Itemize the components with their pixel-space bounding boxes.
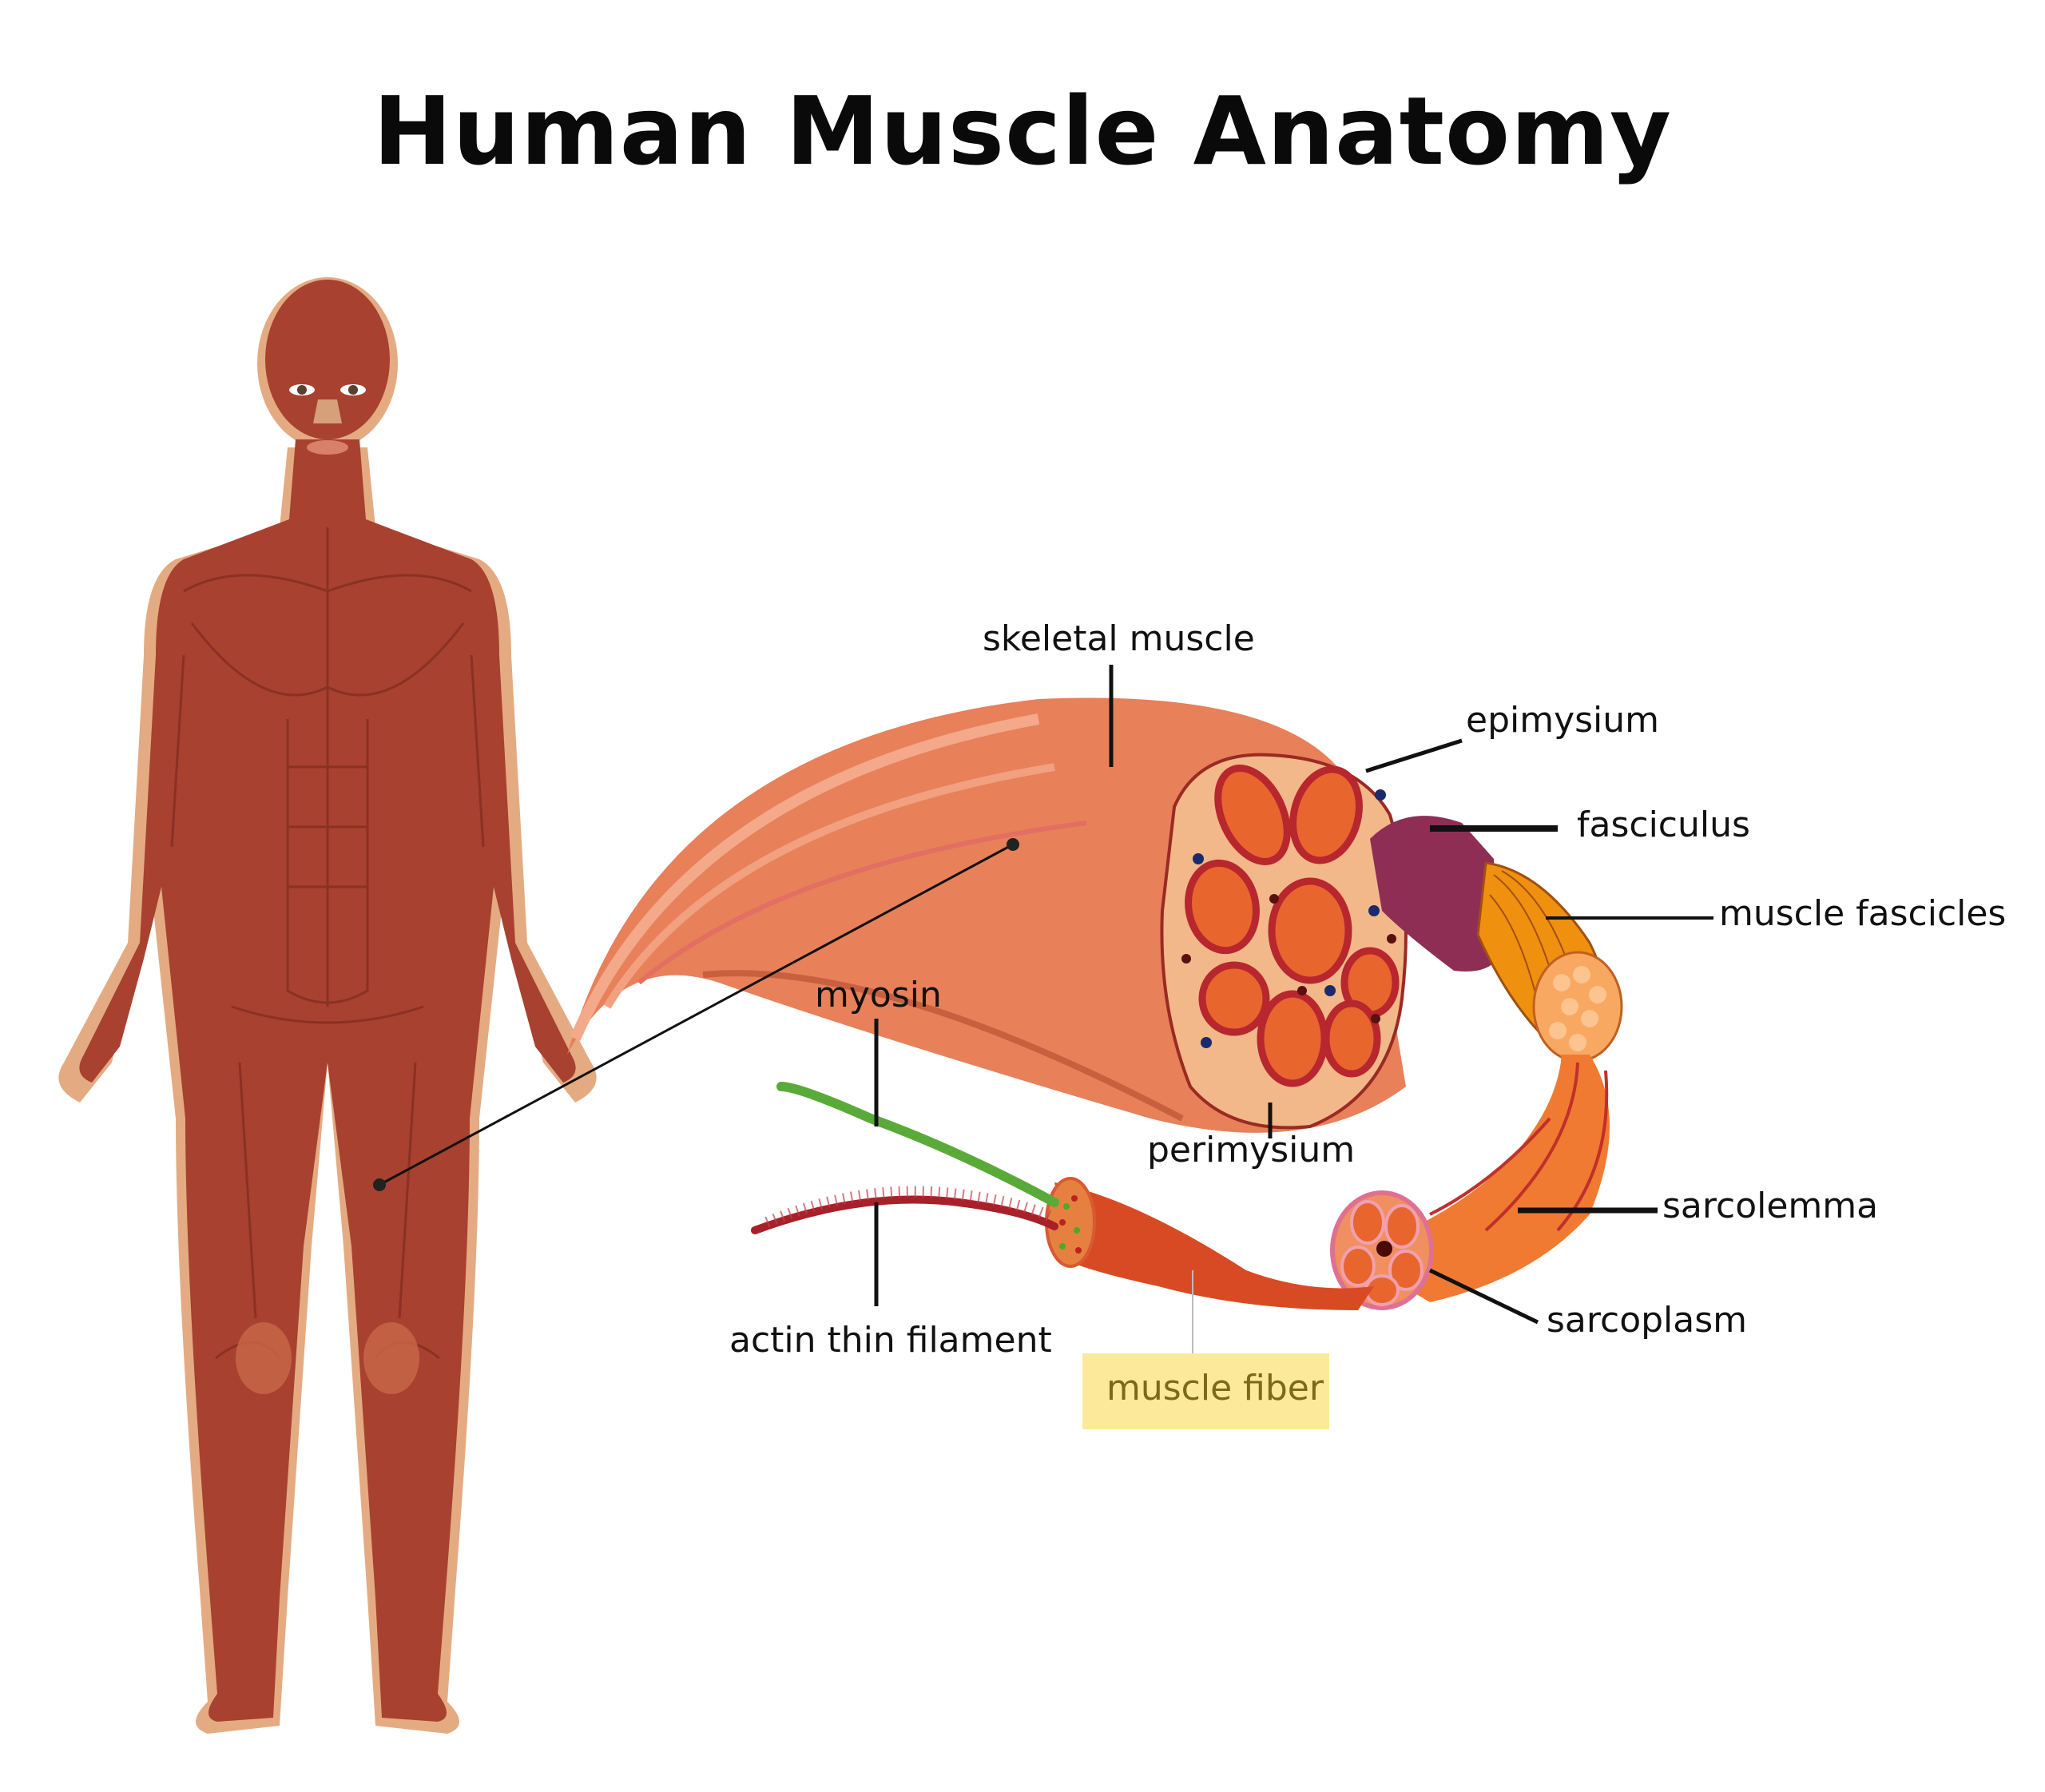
skeletal-muscle-illustration	[567, 697, 1408, 1133]
muscle-fiber-illustration	[751, 1082, 1374, 1310]
human-body-figure	[58, 277, 597, 1734]
label-myosin: myosin	[815, 975, 942, 1015]
label-perimysium: perimysium	[1147, 1130, 1356, 1170]
label-actin-thin-filament: actin thin filament	[729, 1320, 1052, 1361]
label-epimysium: epimysium	[1466, 700, 1660, 741]
muscle-fiber-highlight	[1082, 1353, 1329, 1429]
label-muscle-fiber: muscle fiber	[1106, 1368, 1324, 1409]
label-muscle-fascicles: muscle fascicles	[1719, 893, 2007, 934]
leader-lines	[373, 665, 1713, 1353]
page-title: Human Muscle Anatomy	[373, 76, 1672, 186]
label-sarcoplasm: sarcoplasm	[1547, 1300, 1748, 1341]
label-skeletal-muscle: skeletal muscle	[983, 618, 1255, 659]
label-sarcolemma: sarcolemma	[1662, 1186, 1879, 1226]
fascicle-bundle-illustration	[1330, 816, 1623, 1310]
label-fasciculus: fasciculus	[1577, 805, 1750, 845]
